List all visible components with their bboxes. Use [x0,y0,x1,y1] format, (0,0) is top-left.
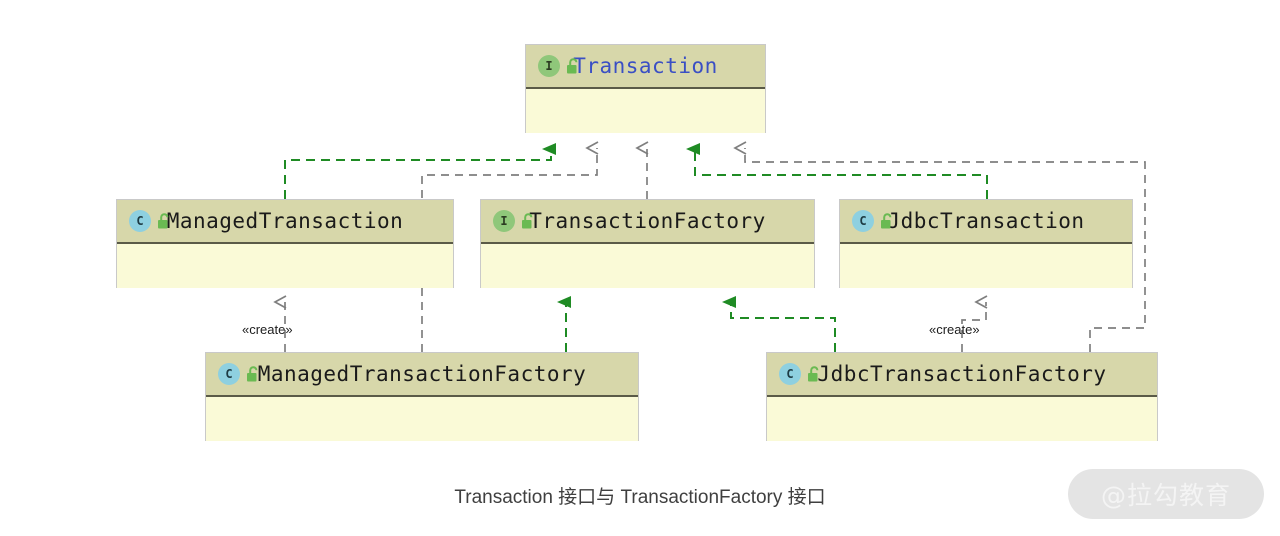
uml-node-header: C ManagedTransaction [117,200,453,244]
diagram-caption: Transaction 接口与 TransactionFactory 接口 [454,487,826,508]
uml-node-managed-transaction-factory[interactable]: C ManagedTransactionFactory [205,352,639,441]
unlocked-lock-icon [521,212,536,230]
unlocked-lock-icon [157,212,172,230]
uml-node-title: ManagedTransactionFactory [257,362,587,386]
uml-node-members [767,397,1157,441]
uml-node-members [117,244,453,288]
uml-node-members [526,89,765,133]
watermark-badge: @拉勾教育 [1068,469,1264,519]
unlocked-lock-icon [807,365,822,383]
edge-label-create-right: «create» [929,322,980,337]
uml-node-header: I TransactionFactory [481,200,814,244]
unlocked-lock-icon [246,365,261,383]
uml-node-members [840,244,1132,288]
class-icon: C [852,210,874,232]
unlocked-lock-icon [880,212,895,230]
uml-node-transaction-factory[interactable]: I TransactionFactory [480,199,815,288]
edge-label-create-left: «create» [242,322,293,337]
uml-node-title: JdbcTransactionFactory [817,362,1107,386]
uml-node-members [206,397,638,441]
class-icon: C [218,363,240,385]
uml-node-title: Transaction [573,54,718,78]
uml-node-transaction[interactable]: I Transaction [525,44,766,133]
unlocked-lock-icon [566,57,581,75]
uml-node-header: C ManagedTransactionFactory [206,353,638,397]
uml-node-members [481,244,814,288]
edge-jdbc-transaction-factory-realizes-transaction-factory [722,296,836,352]
class-icon: C [779,363,801,385]
interface-icon: I [493,210,515,232]
uml-node-header: I Transaction [526,45,765,89]
edge-managed-transaction-realizes-transaction [284,143,556,199]
class-icon: C [129,210,151,232]
edge-jdbc-transaction-realizes-transaction [686,143,988,199]
uml-node-header: C JdbcTransaction [840,200,1132,244]
uml-node-jdbc-transaction-factory[interactable]: C JdbcTransactionFactory [766,352,1158,441]
uml-node-header: C JdbcTransactionFactory [767,353,1157,397]
uml-node-managed-transaction[interactable]: C ManagedTransaction [116,199,454,288]
interface-icon: I [538,55,560,77]
uml-node-jdbc-transaction[interactable]: C JdbcTransaction [839,199,1133,288]
